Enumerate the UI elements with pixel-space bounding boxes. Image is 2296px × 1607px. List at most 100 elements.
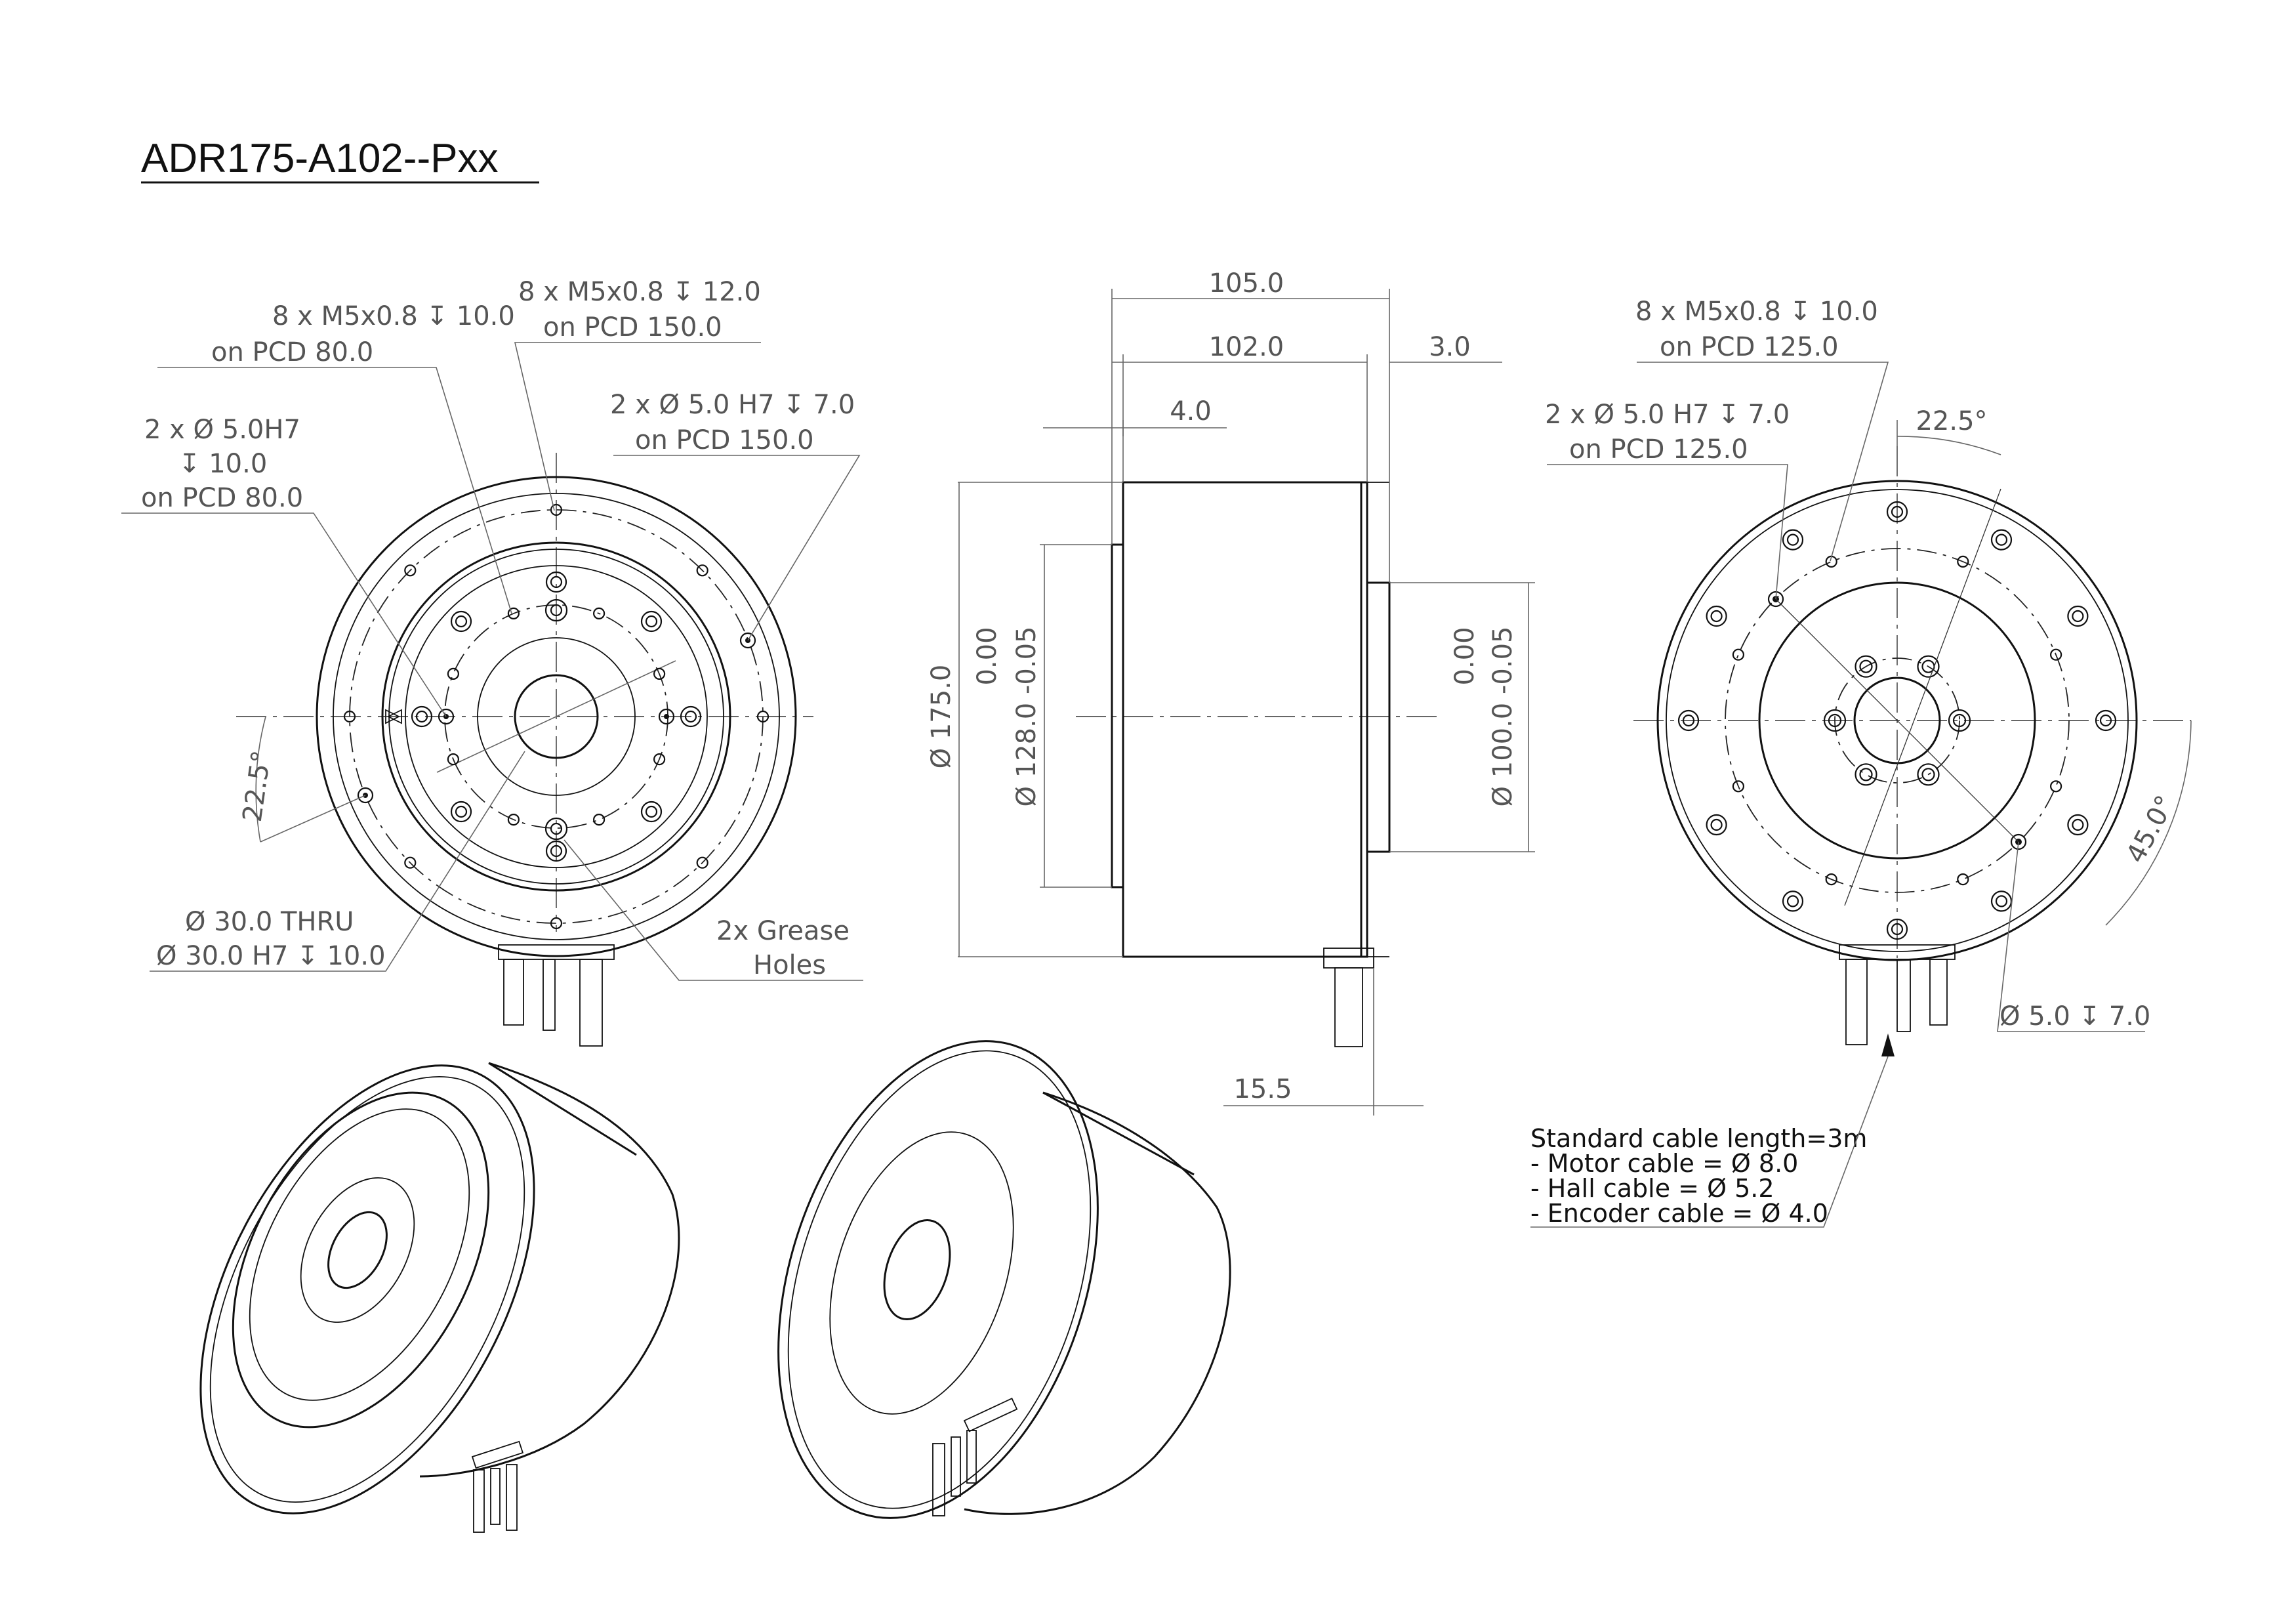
front-counterbore-hole-7 (545, 571, 567, 593)
front-tapped-pcd150-line2: on PCD 150.0 (543, 312, 722, 343)
rear-pcd-tapped-hole-2 (1957, 873, 1969, 886)
front-hub-ring (477, 637, 636, 796)
front-counterbore-hole-3 (545, 840, 567, 862)
side-dim-flange-offset: 3.0 (1429, 332, 1471, 362)
rear-hub-hole-1 (1948, 709, 1971, 732)
rear-pcd-tapped-hole-7 (1957, 555, 1969, 568)
front-outer-tapped-hole-2 (696, 856, 708, 869)
front-outer-tapped-hole-8 (696, 564, 708, 577)
rear-pcd-tapped-hole-3 (1825, 873, 1837, 886)
front-pin-pcd150-line2: on PCD 150.0 (635, 425, 814, 455)
front-view: 22.5° 8 x M5x0.8 ↧ 10.0 on PCD 80.0 8 x … (121, 277, 863, 1047)
side-view: 105.0 102.0 3.0 4.0 15.5 Ø 175.0 Ø 128.0… (926, 268, 1535, 1116)
rear-outer-counterbore-hole-3-inner (1995, 895, 2008, 908)
rear-tapped-pcd125-line1: 8 x M5x0.8 ↧ 10.0 (1635, 297, 1878, 327)
front-thru-bore-leader (150, 751, 525, 972)
front-tapped-pcd150-leader (514, 342, 761, 511)
rear-hub-hole-2 (1917, 763, 1940, 786)
front-grease-hole-top (544, 598, 568, 622)
front-index-arrow-1 (385, 709, 401, 724)
rear-hub-hole-3 (1855, 763, 1877, 786)
front-outer-tapped-hole-1 (756, 710, 769, 723)
rear-outer-counterbore-hole-8-inner (1710, 610, 1723, 623)
front-pin-hole-pcd150-upper (739, 632, 756, 649)
front-outer-tapped-hole-7 (550, 503, 563, 516)
front-inner-hole-group (447, 607, 666, 826)
rear-pin-pcd125-line1: 2 x Ø 5.0 H7 ↧ 7.0 (1545, 400, 1790, 430)
front-grease-line2: Holes (753, 950, 826, 980)
iso-view-rear (777, 1040, 1231, 1519)
front-thru-bore (514, 674, 599, 759)
rear-cable-glands (1839, 944, 1956, 1045)
front-thru-bore-line2: Ø 30.0 H7 ↧ 10.0 (156, 941, 386, 971)
front-counterbore-hole-2-inner (645, 805, 658, 818)
front-tapped-pcd80-line2: on PCD 80.0 (211, 337, 373, 367)
front-outer-tapped-hole-4 (404, 856, 417, 869)
rear-pin-hole-label: Ø 5.0 ↧ 7.0 (1999, 1001, 2150, 1032)
front-outer-hole-group (343, 503, 769, 930)
rear-pin-pcd125-leader (1547, 464, 1788, 600)
front-index-arrow-2 (386, 709, 402, 724)
rear-outer-counterbore-hole-6-inner (1710, 818, 1723, 831)
rear-hub-hole-5 (1855, 655, 1877, 678)
rear-outer-counterbore-hole-1 (2095, 709, 2117, 732)
front-rotor-face (405, 565, 708, 868)
side-motor-body (1122, 481, 1368, 958)
front-tapped-pcd80-line1: 8 x M5x0.8 ↧ 10.0 (272, 301, 515, 331)
rear-pcd-tapped-hole-8 (2050, 648, 2062, 661)
front-inner-tapped-hole-5 (447, 667, 460, 680)
front-grease-line1: 2x Grease (716, 916, 850, 946)
rear-outer-counterbore-hole-4 (1886, 918, 1908, 940)
front-outer-housing (316, 476, 797, 957)
front-pin-hole-right-center (664, 714, 669, 719)
rear-pin-hole-leader (1997, 841, 2145, 1032)
front-outer-tapped-hole-5 (343, 710, 356, 723)
rear-outer-counterbore-hole-8 (1706, 605, 1727, 627)
front-tapped-pcd80-leader (157, 367, 512, 614)
cable-note-leader (1530, 1056, 1889, 1228)
front-pin-hole-pcd150-lower (357, 787, 374, 804)
front-counterbore-hole-3-inner (550, 845, 563, 858)
rear-spigot-face (1758, 581, 2036, 860)
front-pin-pcd80-line2: ↧ 10.0 (178, 449, 267, 479)
drawing-title: ADR175-A102--Pxx (141, 136, 498, 181)
rear-tapped-pcd125-leader (1637, 362, 1889, 562)
front-pin-pcd80-leader (121, 512, 447, 717)
rear-outer-counterbore-hole-7 (1677, 709, 1700, 732)
front-counterbore-hole-1-inner (684, 710, 697, 723)
rear-angle-right-label: 45.0° (2121, 791, 2181, 868)
front-angle-extension (260, 795, 366, 843)
side-right-spigot (1366, 581, 1391, 853)
cable-note-line2: - Motor cable = Ø 8.0 (1530, 1149, 1798, 1178)
rear-outer-counterbore-hole-9 (1782, 529, 1804, 551)
rear-hub-pcd (1834, 657, 1960, 783)
side-cable (1334, 967, 1363, 1047)
front-counterbore-group (411, 571, 702, 862)
rear-pcd-hole-group (1732, 555, 2062, 886)
rear-pcd-tapped-hole-1 (2050, 780, 2062, 793)
front-housing-chamfer (333, 493, 780, 940)
front-pcd150-circle (349, 509, 764, 924)
front-counterbore-hole-6 (450, 610, 472, 633)
front-grease-leader (564, 839, 863, 981)
front-counterbore-hole-4 (450, 801, 472, 823)
side-dim-left-spigot-tol: 0.00 (972, 627, 1002, 685)
rear-pcd125-circle (1725, 548, 2070, 893)
front-counterbore-hole-7-inner (550, 575, 563, 589)
rear-outer-chamfer (1666, 489, 2129, 952)
rear-tapped-pcd125-line2: on PCD 125.0 (1660, 332, 1839, 362)
rear-view: 22.5° 45.0° 8 x M5x0.8 ↧ 10.0 on PCD 125… (1545, 297, 2192, 1045)
front-thru-bore-line1: Ø 30.0 THRU (185, 907, 354, 937)
front-inner-tapped-hole-3 (507, 813, 520, 826)
side-dim-cable-offset: 15.5 (1233, 1074, 1292, 1104)
front-pin-pcd80-line3: on PCD 80.0 (141, 483, 303, 513)
rear-outer-counterbore-hole-10-inner (1891, 505, 1904, 518)
front-outer-tapped-hole-6 (404, 564, 417, 577)
front-inner-tapped-hole-4 (447, 753, 460, 766)
cable-note: Standard cable length=3m - Motor cable =… (1530, 1033, 1895, 1228)
rear-outer-counterbore-hole-12-inner (2072, 610, 2084, 623)
cable-note-line1: Standard cable length=3m (1530, 1124, 1867, 1153)
front-counterbore-hole-6-inner (455, 615, 468, 628)
side-dim-body-length: 102.0 (1209, 332, 1284, 362)
